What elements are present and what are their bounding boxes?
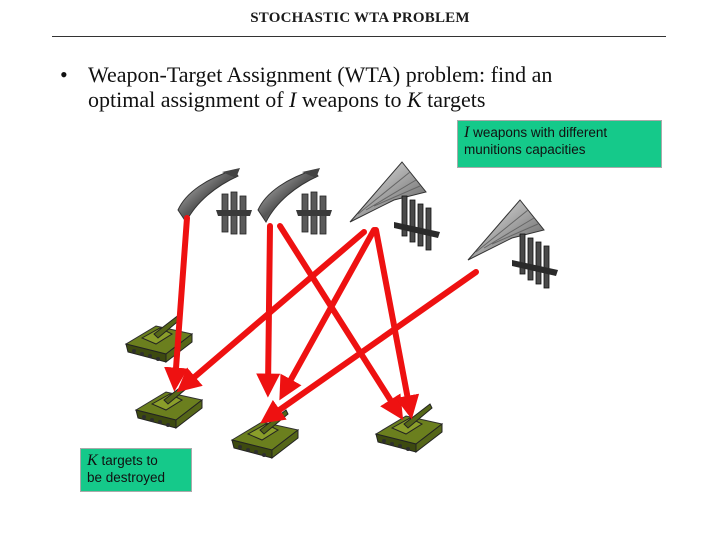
- assignment-arrow: [279, 227, 377, 401]
- bullet-symbol: •: [60, 62, 68, 87]
- assignment-arrow: [176, 229, 367, 393]
- weapons-text-b: munitions capacities: [464, 142, 586, 157]
- bullet-var-k: K: [406, 87, 422, 112]
- targets-text-b: be destroyed: [87, 470, 166, 485]
- targets-var: K: [87, 452, 98, 469]
- bullet-line-2-part-c: targets: [427, 87, 486, 112]
- bullet-line-2: optimal assignment of I weapons to K tar…: [88, 87, 678, 112]
- tank-icon: [135, 379, 203, 429]
- assignment-arrow: [164, 215, 190, 392]
- assignment-arrow: [373, 227, 420, 420]
- targets-callout: K targets to be destroyed: [80, 448, 192, 492]
- jet-icon: [467, 199, 559, 289]
- assignment-arrow: [260, 269, 479, 424]
- slide-title: STOCHASTIC WTA PROBLEM: [250, 10, 470, 26]
- jet-icon: [349, 161, 441, 251]
- bullet-line-2-part-b: weapons to: [301, 87, 402, 112]
- assignment-arrow: [256, 223, 281, 398]
- bullet-var-i: I: [289, 87, 297, 112]
- tank-icon: [231, 409, 299, 459]
- assignment-arrow: [277, 223, 404, 421]
- targets-text-a: targets to: [101, 453, 158, 468]
- bullet-line-2-part-a: optimal assignment of: [88, 87, 284, 112]
- weapons-callout: I weapons with different munitions capac…: [457, 120, 662, 168]
- bullet-text: Weapon-Target Assignment (WTA) problem: …: [88, 62, 678, 112]
- bullet-line-1: Weapon-Target Assignment (WTA) problem: …: [88, 62, 553, 87]
- weapons-text-a: weapons with different: [473, 125, 608, 140]
- weapons-var: I: [464, 124, 470, 141]
- title-divider: [52, 36, 666, 37]
